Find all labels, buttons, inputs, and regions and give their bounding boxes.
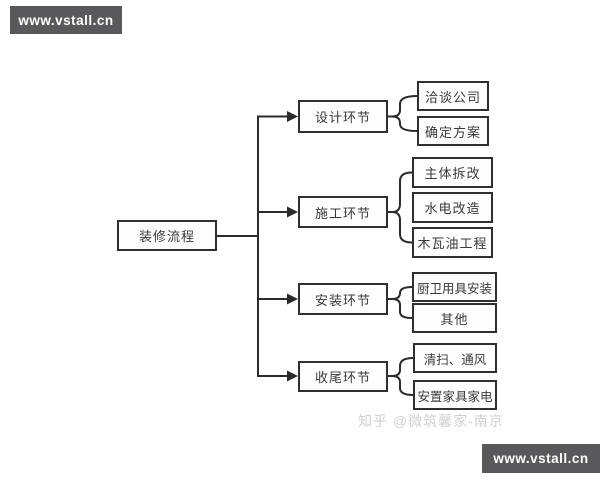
node-step-place-furniture: 安置家具家电 (413, 380, 497, 410)
arrowhead-construction (287, 206, 298, 218)
node-step-plumbing-electric: 水电改造 (412, 192, 493, 223)
node-phase-installation: 安装环节 (298, 283, 388, 315)
arrowhead-finishing (287, 370, 298, 382)
brace-construction (391, 171, 414, 244)
watermark-banner-top-left: www.vstall.cn (10, 6, 122, 34)
node-root: 装修流程 (117, 220, 217, 251)
arrowhead-design (287, 111, 298, 122)
watermark-banner-bottom-right: www.vstall.cn (482, 444, 600, 473)
node-step-carpentry-tile-paint: 木瓦油工程 (412, 227, 493, 258)
node-phase-design: 设计环节 (298, 100, 388, 133)
arrowhead-installation (287, 293, 298, 305)
brace-design (391, 94, 419, 133)
node-phase-finishing: 收尾环节 (298, 361, 388, 392)
brace-finishing (391, 356, 415, 397)
brace-installation (391, 285, 414, 320)
node-step-structure-demolition: 主体拆改 (412, 157, 493, 188)
credit-watermark: 知乎 @微筑馨家-南京 (358, 413, 504, 429)
node-step-confirm-plan: 确定方案 (417, 116, 489, 146)
node-step-others: 其他 (412, 303, 497, 333)
node-step-clean-ventilate: 清扫、通风 (413, 343, 497, 373)
node-step-negotiate-company: 洽谈公司 (417, 81, 489, 111)
node-phase-construction: 施工环节 (298, 196, 388, 228)
node-step-kitchen-bath-install: 厨卫用具安装 (412, 272, 497, 302)
